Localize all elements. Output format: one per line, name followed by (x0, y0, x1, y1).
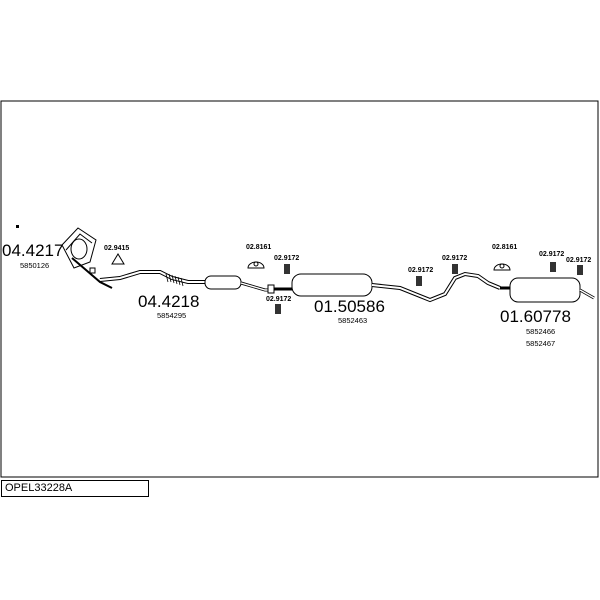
hanger-icon (247, 261, 511, 271)
fitting-label-6: 02.9172 (442, 255, 467, 262)
catalytic-converter-icon (61, 227, 113, 289)
rear-silencer-icon (500, 277, 595, 303)
fitting-label-8: 02.9172 (539, 251, 564, 258)
diagram-code: OPEL33228A (5, 482, 73, 494)
middle-silencer-icon (274, 271, 501, 303)
front-pipe-icon (99, 270, 205, 287)
clamp-icon (111, 253, 125, 265)
fitting-label-4: 02.9172 (266, 296, 291, 303)
fitting-label-5: 02.9172 (408, 267, 433, 274)
fitting-label-3: 02.9172 (274, 255, 299, 262)
fitting-label-2: 02.8161 (246, 244, 271, 251)
part-ref-3: 5852463 (338, 316, 367, 325)
part-number-3: 01.50586 (314, 297, 385, 316)
part-number-4: 01.60778 (500, 307, 571, 326)
diagram-frame (0, 100, 599, 478)
rubber-mount-icon (275, 262, 583, 314)
part-ref-4: 5852466 (526, 327, 555, 336)
fitting-label-9: 02.9172 (566, 257, 591, 264)
part-number-1: 04.4217 (2, 241, 63, 260)
resonator-front-icon (204, 275, 275, 294)
part-ref-1: 5850126 (20, 261, 49, 270)
marker-dot (16, 225, 19, 228)
fitting-label-7: 02.8161 (492, 244, 517, 251)
part-ref-4b: 5852467 (526, 339, 555, 348)
part-number-2: 04.4218 (138, 292, 199, 311)
fitting-label-1: 02.9415 (104, 245, 129, 252)
part-ref-2: 5854295 (157, 311, 186, 320)
diagram-code-box: OPEL33228A (1, 480, 149, 497)
